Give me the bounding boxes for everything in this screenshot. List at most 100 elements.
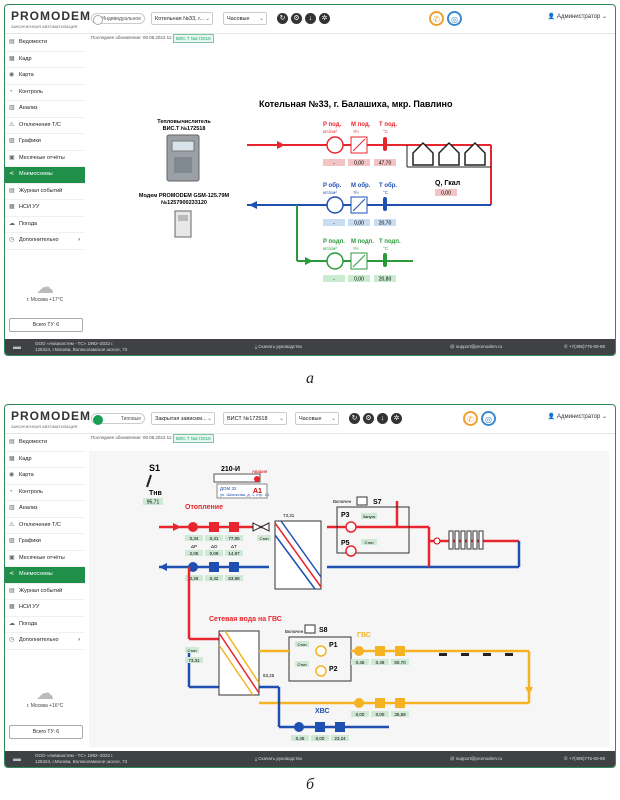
phone-link[interactable]: ✆ +7(495)775-60-88 xyxy=(563,756,605,761)
nav-otklyucheniya[interactable]: ⚠Отключения Т/С xyxy=(5,118,85,134)
interval-select[interactable]: Часовые⌄ xyxy=(223,12,267,25)
gear-icon[interactable]: ✲ xyxy=(391,413,402,424)
delta-p-label: ΔР xyxy=(191,544,197,549)
weather-widget: ☁ г. Москва +16°С xyxy=(5,683,85,709)
supply-p-value: - xyxy=(333,161,335,167)
p5-label: P5 xyxy=(341,540,350,547)
diff-pressure-2-icon xyxy=(304,624,316,634)
supply-t-unit: °С xyxy=(383,129,389,134)
p2-state: Стоп xyxy=(297,662,306,667)
guide-link[interactable]: ⤓ Скачать руководство xyxy=(255,756,303,761)
refresh-icon[interactable]: ↻ xyxy=(349,413,360,424)
address-line2: ул. Школьная, д. 1, стр. 10 xyxy=(220,492,270,497)
nav-dopolnitelno[interactable]: ◷Дополнительно› xyxy=(5,633,85,650)
nav-zhurnal[interactable]: ▤Журнал событий xyxy=(5,184,85,200)
phone-icon[interactable]: ✆ xyxy=(429,11,444,26)
cloud-icon: ☁ xyxy=(36,683,54,703)
q-value: 0,00 xyxy=(441,191,451,197)
nav-kadr[interactable]: ▦Кадр xyxy=(5,52,85,68)
p5-state: Стоп xyxy=(364,540,373,545)
download-icon[interactable]: ↓ xyxy=(305,13,316,24)
return-t-value: 20,70 xyxy=(379,221,392,227)
support-email-link[interactable]: @ support@promodem.ru xyxy=(450,344,503,349)
admin-menu[interactable]: 👤 Администратор ⌄ xyxy=(547,14,607,20)
p3-state: Запуск xyxy=(363,514,376,519)
settings-icon[interactable]: ⚙ xyxy=(363,413,374,424)
p1p2-enabled: Включен xyxy=(285,629,304,634)
nav-pogoda[interactable]: ☁Погода xyxy=(5,617,85,633)
controller-box xyxy=(213,473,261,483)
diagram-title: Котельная №33, г. Балашиха, мкр. Павлино xyxy=(259,99,453,109)
delta-g-label: ΔG xyxy=(211,544,218,549)
object-select[interactable]: Котельная №33, г...⌄ xyxy=(151,12,213,25)
heating-r3-p: 0,26 xyxy=(190,576,199,581)
makeup-pressure-gauge-icon xyxy=(326,252,344,270)
gvs-r1-p: 0,45 xyxy=(356,660,365,665)
tv-count-button[interactable]: Всего ТУ: 6 xyxy=(9,725,83,739)
mode-toggle[interactable]: Индивидуальное xyxy=(91,13,145,25)
nav-mesyachnye[interactable]: ▣Месячные отчёты xyxy=(5,551,85,567)
object-select[interactable]: Закрытая зависим...⌄ xyxy=(151,412,215,425)
mode-toggle[interactable]: Типовые xyxy=(91,413,145,425)
nav-kontrol[interactable]: ◔Контроль xyxy=(5,85,85,101)
return-t-label: T обр. xyxy=(379,182,397,189)
phone-link[interactable]: ✆ +7(495)775-60-88 xyxy=(563,344,605,349)
nav-karta[interactable]: ◉Карта xyxy=(5,468,85,485)
modem-serial: №1257900233120 xyxy=(161,200,207,206)
p3p5-enabled: Включен xyxy=(333,499,352,504)
nav-analiz[interactable]: ▥Анализ xyxy=(5,101,85,118)
admin-menu[interactable]: 👤 Администратор ⌄ xyxy=(547,414,607,420)
refresh-icon[interactable]: ↻ xyxy=(277,13,288,24)
pump-p5-icon xyxy=(345,545,357,557)
nav-mesyachnye[interactable]: ▣Месячные отчёты xyxy=(5,151,85,167)
nav-pogoda[interactable]: ☁Погода xyxy=(5,217,85,233)
nav-analiz[interactable]: ▥Анализ xyxy=(5,501,85,518)
footer-logo-icon: ▬ xyxy=(13,342,21,351)
nav-karta[interactable]: ◉Карта xyxy=(5,68,85,85)
download-icon[interactable]: ↓ xyxy=(377,413,388,424)
nav-otklyucheniya[interactable]: ⚠Отключения Т/С xyxy=(5,518,85,534)
heating-r2-dt: 14,97 xyxy=(228,551,240,556)
hx2-temp2: 63,25 xyxy=(263,673,275,678)
tnv-label: Тнв xyxy=(149,490,163,497)
device-tag[interactable]: ВИС.Т №172518 xyxy=(173,434,214,443)
nav-vedomosti[interactable]: ▤Ведомости xyxy=(5,35,85,52)
brand-icon[interactable]: ◎ xyxy=(447,11,462,26)
supply-pressure-gauge-icon xyxy=(326,136,344,154)
makeup-thermometer-icon xyxy=(383,253,387,267)
nav-nsi[interactable]: ▦НСИ УУ xyxy=(5,600,85,617)
sidebar: ▤Ведомости ▦Кадр ◉Карта ◔Контроль ▥Анали… xyxy=(5,35,85,250)
settings-icon[interactable]: ⚙ xyxy=(291,13,302,24)
brand-icon[interactable]: ◎ xyxy=(481,411,496,426)
gvs-r2-t: 35,59 xyxy=(394,712,406,717)
return-pressure-gauge-icon xyxy=(326,196,344,214)
sidebar: ▤Ведомости ▦Кадр ◉Карта ◔Контроль ▥Анали… xyxy=(5,435,85,650)
makeup-p-value: - xyxy=(333,277,335,283)
nav-vedomosti[interactable]: ▤Ведомости xyxy=(5,435,85,452)
interval-select[interactable]: Часовые⌄ xyxy=(295,412,339,425)
nav-zhurnal[interactable]: ▤Журнал событий xyxy=(5,584,85,600)
alarm-lamp-icon xyxy=(254,476,260,482)
device-tag[interactable]: ВИС.Т №172518 xyxy=(173,34,214,43)
guide-link[interactable]: ⤓ Скачать руководство xyxy=(255,344,303,349)
nav-grafiki[interactable]: ▧Графики xyxy=(5,534,85,551)
phone-icon[interactable]: ✆ xyxy=(463,411,478,426)
tnv-value: 95,71 xyxy=(147,500,160,506)
nav-dopolnitelno[interactable]: ◷Дополнительно› xyxy=(5,233,85,250)
p2-label: P2 xyxy=(329,666,338,673)
nav-mnemoskhemy[interactable]: ⋖Мнемосхемы xyxy=(5,167,85,184)
s8-label: S8 xyxy=(319,627,328,634)
support-email-link[interactable]: @ support@promodem.ru xyxy=(450,756,503,761)
nav-nsi[interactable]: ▦НСИ УУ xyxy=(5,200,85,217)
footer: ▬ ООО «Аквасистем - ТС» 1992–2022 г.1254… xyxy=(5,339,615,355)
nav-mnemoskhemy[interactable]: ⋖Мнемосхемы xyxy=(5,567,85,584)
address-line1: ДОМ 32 xyxy=(220,486,237,491)
makeup-t-label: T подп. xyxy=(379,239,401,245)
nav-kontrol[interactable]: ◔Контроль xyxy=(5,485,85,501)
device-select[interactable]: ВИСТ №172518⌄ xyxy=(223,412,287,425)
tv-count-button[interactable]: Всего ТУ: 6 xyxy=(9,318,83,332)
gear-icon[interactable]: ✲ xyxy=(319,13,330,24)
gvs-r2-m: 0,00 xyxy=(376,712,385,717)
nav-grafiki[interactable]: ▧Графики xyxy=(5,134,85,151)
nav-kadr[interactable]: ▦Кадр xyxy=(5,452,85,468)
